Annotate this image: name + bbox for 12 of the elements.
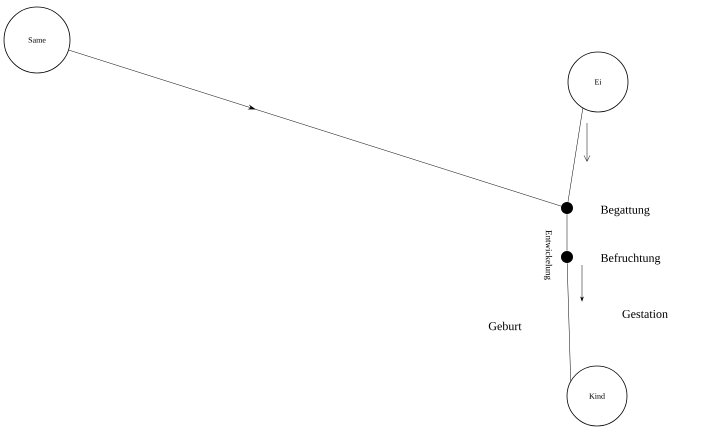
- beside-label: Befruchtung: [600, 253, 660, 264]
- connector-line: [566, 262, 571, 382]
- text-label: Gestation: [622, 310, 668, 318]
- text-label: Entwickelung: [544, 230, 552, 280]
- connector-line: [568, 108, 584, 202]
- connector-line: [68, 50, 562, 206]
- connector-line: [566, 214, 568, 252]
- circle-node: Ei: [568, 52, 628, 112]
- circle-node: Kind: [566, 366, 628, 426]
- text-label: Geburt: [488, 322, 522, 330]
- beside-label: Begattung: [600, 206, 650, 216]
- circle-node: Same: [4, 6, 70, 74]
